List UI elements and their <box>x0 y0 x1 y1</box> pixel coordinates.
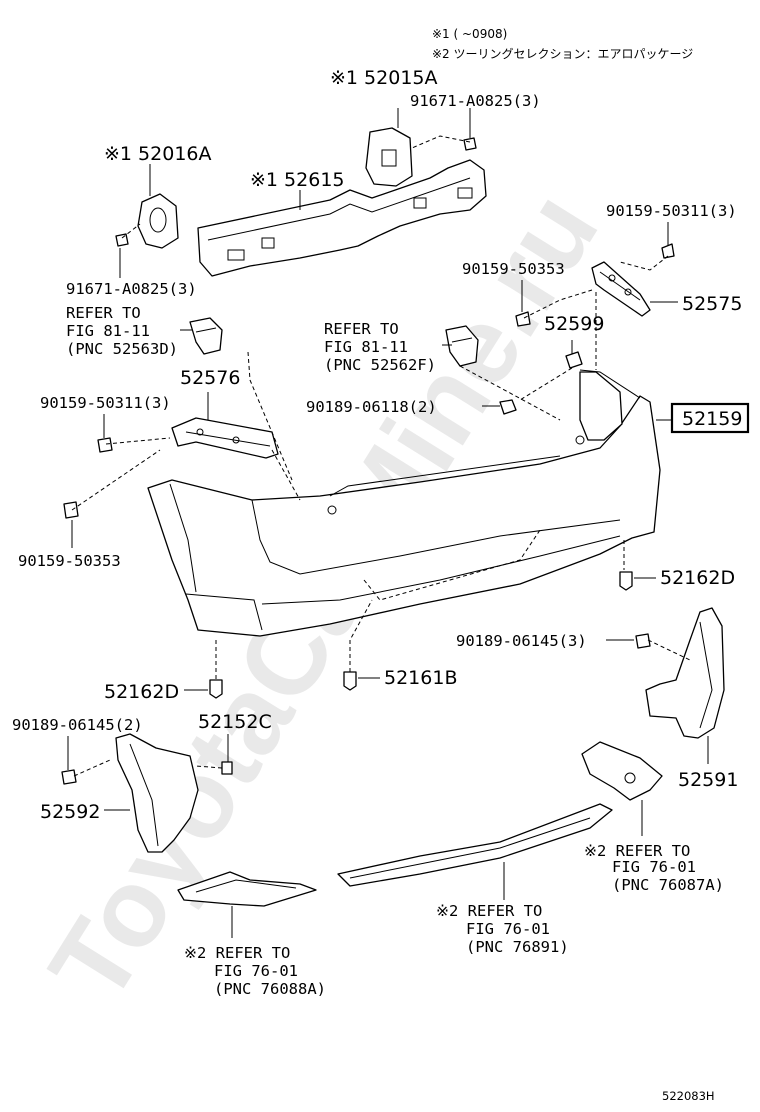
label-refer-76-01-b-line2: FIG 76-01 <box>466 920 550 938</box>
label-52015A: ※1 52015A <box>330 67 438 89</box>
label-52161B: 52161B <box>384 667 457 689</box>
label-refer-81-11-a-line2: FIG 81-11 <box>66 322 150 340</box>
retainer-clip-left-drawing <box>189 317 223 355</box>
mudguard-right-drawing <box>645 607 725 739</box>
rear-spoiler-center-drawing <box>337 803 613 887</box>
label-refer-76-01-a-line1: ※2 REFER TO <box>584 842 690 860</box>
clip-52161B-drawing <box>343 671 357 691</box>
label-refer-76-01-b-line3: (PNC 76891) <box>466 938 569 956</box>
bumper-side-bracket-right-drawing <box>591 261 651 317</box>
label-52162D-right: 52162D <box>660 567 735 589</box>
label-refer-76-01-c-line1: ※2 REFER TO <box>184 944 290 962</box>
label-refer-81-11-b-line1: REFER TO <box>324 320 399 338</box>
clip-52162D-right-drawing <box>619 571 633 591</box>
label-52576: 52576 <box>180 367 240 389</box>
label-91671-left: 91671-A0825(3) <box>66 280 197 298</box>
rear-spoiler-left-drawing <box>177 871 317 907</box>
label-52159: 52159 <box>682 408 742 430</box>
retainer-52599-drawing <box>565 351 583 369</box>
label-91671-top: 91671-A0825(3) <box>410 92 541 110</box>
label-52016A: ※1 52016A <box>104 143 212 165</box>
bumper-bracket-left-drawing <box>137 193 179 249</box>
screw-icon-3 <box>635 633 651 649</box>
label-90159-50311-right: 90159-50311(3) <box>606 202 737 220</box>
label-52615: ※1 52615 <box>250 169 345 191</box>
label-90159-50311-left: 90159-50311(3) <box>40 394 171 412</box>
label-90159-50353-left: 90159-50353 <box>18 552 121 570</box>
label-refer-76-01-c-line2: FIG 76-01 <box>214 962 298 980</box>
label-refer-76-01-c-line3: (PNC 76088A) <box>214 980 326 998</box>
label-52592: 52592 <box>40 801 100 823</box>
note-2: ※2 ツーリングセレクション：エアロパッケージ <box>432 47 693 61</box>
label-refer-81-11-a-line1: REFER TO <box>66 304 141 322</box>
label-refer-81-11-a-line3: (PNC 52563D) <box>66 340 178 358</box>
rear-spoiler-right-drawing <box>581 741 663 801</box>
figure-code: 522083H <box>662 1089 715 1103</box>
label-refer-76-01-a-line2: FIG 76-01 <box>612 858 696 876</box>
label-refer-81-11-b-line3: (PNC 52562F) <box>324 356 436 374</box>
clip-52162D-left-drawing <box>209 679 223 699</box>
note-1: ※1 ( ~0908) <box>432 27 507 41</box>
label-90159-50353-right: 90159-50353 <box>462 260 565 278</box>
label-52575: 52575 <box>682 293 742 315</box>
screw-icon <box>515 243 675 327</box>
label-90189-06145-left: 90189-06145(2) <box>12 716 143 734</box>
label-refer-76-01-b-line1: ※2 REFER TO <box>436 902 542 920</box>
bumper-side-bracket-left-drawing <box>171 417 279 459</box>
label-52591: 52591 <box>678 769 738 791</box>
label-52162D-left: 52162D <box>104 681 179 703</box>
retainer-clip-right-drawing <box>445 325 479 367</box>
rear-bumper-cover-drawing <box>147 369 661 637</box>
label-90189-06118: 90189-06118(2) <box>306 398 437 416</box>
label-refer-81-11-b-line2: FIG 81-11 <box>324 338 408 356</box>
bumper-bracket-right-drawing <box>365 127 413 187</box>
label-52599: 52599 <box>544 313 604 335</box>
label-52152C: 52152C <box>198 711 272 733</box>
label-90189-06145-right: 90189-06145(3) <box>456 632 587 650</box>
bumper-reinforcement-drawing <box>197 159 487 277</box>
screw-icon-4 <box>61 761 233 785</box>
mudguard-left-drawing <box>115 733 199 853</box>
label-refer-76-01-a-line3: (PNC 76087A) <box>612 876 724 894</box>
nut-icon <box>499 399 517 415</box>
screw-icon-2 <box>63 437 113 519</box>
part-52159-highlight-box <box>670 402 750 434</box>
